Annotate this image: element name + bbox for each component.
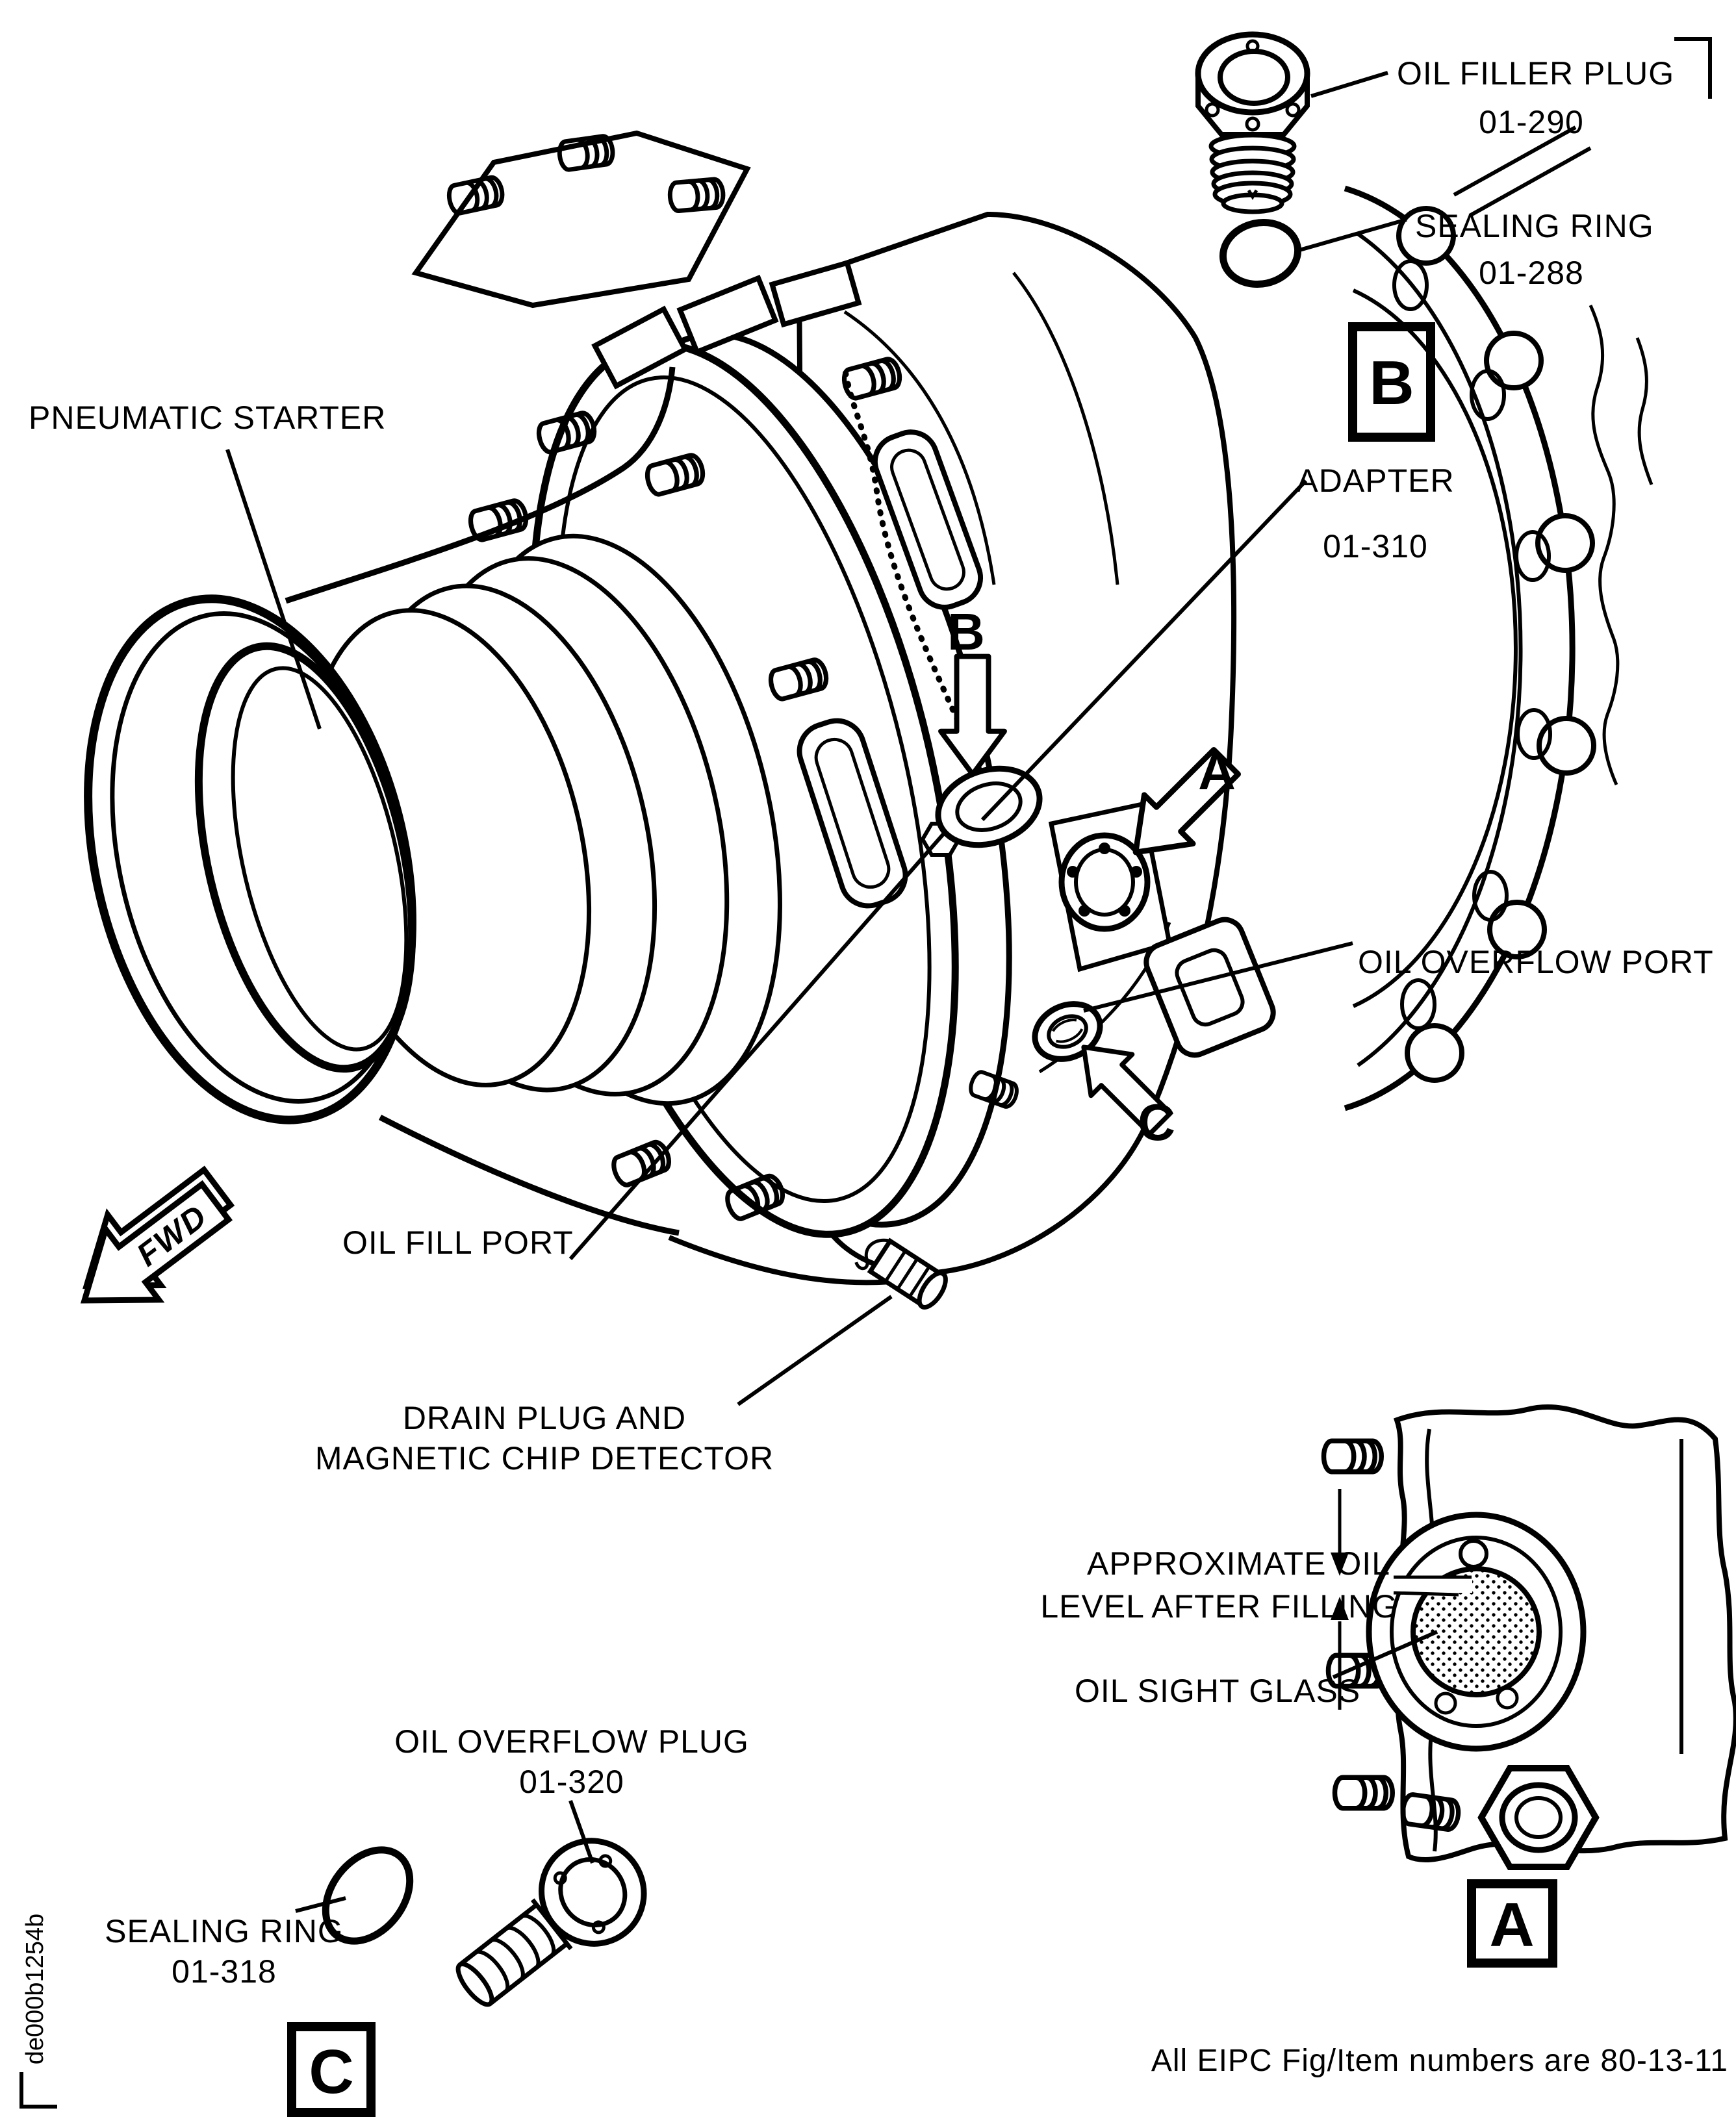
label-sealing-ring-b-item: 01-288	[1479, 255, 1584, 291]
torn-edge-2	[1635, 337, 1653, 485]
label-adapter: ADAPTER	[1296, 463, 1454, 499]
label-pneumatic-starter: PNEUMATIC STARTER	[29, 399, 386, 436]
corner-mark-top-right	[1674, 37, 1712, 99]
label-sealing-ring-c: SEALING RING	[105, 1913, 344, 1949]
detail-a: APPROXIMATE OIL LEVEL AFTER FILLING OIL …	[1040, 1404, 1736, 1968]
leader-oil-overflow-port	[1083, 941, 1353, 1013]
leader-sight-glass	[1332, 1630, 1438, 1679]
label-oil-level-1: APPROXIMATE OIL	[1087, 1545, 1390, 1582]
oil-filler-plug-part	[1195, 31, 1310, 214]
detail-a-marker: A	[1489, 1890, 1534, 1960]
label-oil-filler-plug: OIL FILLER PLUG	[1397, 55, 1674, 92]
callout-letter-a: A	[1198, 742, 1236, 800]
label-oil-level-2: LEVEL AFTER FILLING	[1040, 1588, 1398, 1625]
callout-letter-b: B	[947, 603, 985, 661]
torn-edge	[1589, 304, 1620, 786]
leader-adapter	[980, 479, 1308, 822]
oil-sight-glass-part	[1366, 1512, 1587, 1752]
label-drain-plug-2: MAGNETIC CHIP DETECTOR	[315, 1440, 774, 1477]
sealing-ring-b-part	[1219, 218, 1302, 288]
leader-drain-plug	[737, 1295, 893, 1406]
footer-note: All EIPC Fig/Item numbers are 80-13-11	[1151, 2044, 1728, 2078]
label-oil-fill-port: OIL FILL PORT	[342, 1224, 574, 1261]
sealing-ring-c-part	[322, 1846, 414, 1945]
oil-overflow-plug-part	[455, 1838, 647, 2007]
label-oil-sight-glass: OIL SIGHT GLASS	[1075, 1673, 1360, 1709]
label-adapter-item: 01-310	[1323, 528, 1428, 564]
detail-b-marker: B	[1369, 348, 1414, 418]
air-inlet-bell	[84, 594, 416, 1124]
detail-c-marker: C	[309, 2037, 353, 2107]
leader-oil-fill-port	[568, 833, 945, 1260]
leader-sealing-ring-c	[295, 1896, 346, 1913]
label-sealing-ring-b: SEALING RING	[1415, 208, 1654, 244]
fwd-arrow: FWD	[80, 1165, 235, 1304]
label-sealing-ring-c-item: 01-318	[172, 1953, 277, 1990]
detail-a-box	[1467, 1879, 1557, 1968]
oil-level-indicator	[1331, 1489, 1472, 1710]
mounting-flange	[1344, 125, 1653, 1111]
hex-nut-part	[1401, 1765, 1600, 1870]
filler-plug-chain	[841, 364, 983, 774]
label-oil-filler-plug-item: 01-290	[1479, 104, 1584, 140]
detail-b: OIL FILLER PLUG 01-290 SEALING RING 01-2…	[1195, 31, 1674, 442]
label-oil-overflow-port: OIL OVERFLOW PORT	[1358, 944, 1714, 980]
detail-b-box	[1348, 322, 1435, 442]
corner-mark-bottom-left	[19, 2072, 57, 2109]
leader-sealing-ring-b	[1299, 218, 1407, 252]
leader-pneumatic-starter	[225, 449, 322, 729]
leader-lines	[225, 449, 1353, 1406]
leader-overflow-plug	[568, 1799, 594, 1864]
callout-letter-c: C	[1138, 1093, 1175, 1151]
pneumatic-starter-drawing	[84, 125, 1653, 1310]
label-drain-plug-1: DRAIN PLUG AND	[403, 1400, 686, 1436]
drain-plug	[854, 1237, 948, 1310]
doc-number: de000b1254b	[21, 1914, 49, 2064]
detail-c-box	[287, 2022, 376, 2117]
case-break-lines	[1453, 125, 1592, 218]
leader-oil-filler-plug	[1310, 71, 1388, 98]
detail-c: OIL OVERFLOW PLUG 01-320 SEALING RING 01…	[105, 1723, 749, 2117]
label-oil-overflow-plug-item: 01-320	[519, 1764, 624, 1800]
label-oil-overflow-plug: OIL OVERFLOW PLUG	[394, 1723, 749, 1760]
top-mount-bracket	[411, 130, 751, 309]
